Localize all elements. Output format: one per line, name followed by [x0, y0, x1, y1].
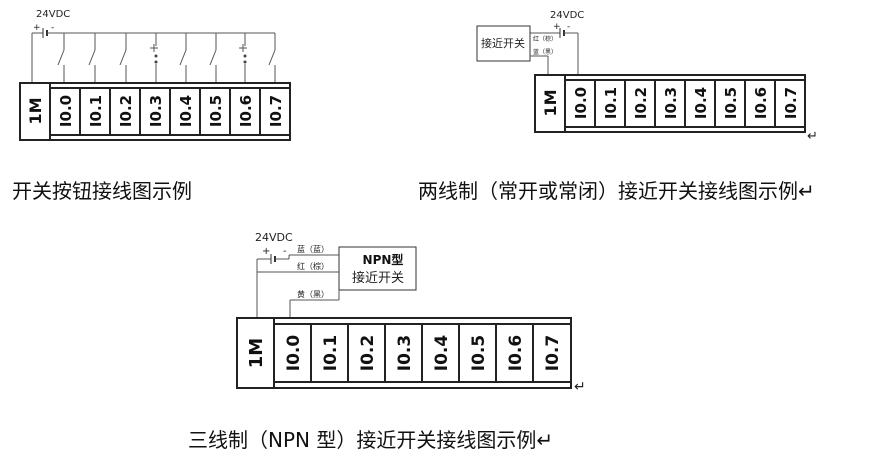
d1-terminal-i0-4: I0.4 [177, 95, 195, 127]
d3-terminal-i0-3: I0.3 [395, 335, 415, 371]
caption-three-wire-npn: 三线制（NPN 型）接近开关接线图示例↵ [188, 428, 554, 452]
d3-terminal-i0-7: I0.7 [543, 335, 563, 371]
d3-sensor-box [338, 246, 417, 291]
diagram-two-wire-sensor: 24VDC + - 接近开关 红（棕） 蓝（黑） [476, 10, 818, 144]
d3-terminal-strip: 1M I0.0 I0.1 I0.2 I0.3 I0.4 I0.5 I0.6 I0… [236, 317, 572, 389]
d1-terminal-1m: 1M [26, 97, 45, 124]
d2-supply-label: 24VDC [550, 10, 584, 21]
d1-button-i0-6 [239, 33, 247, 83]
d2-terminal-i0-6: I0.6 [752, 87, 770, 119]
d3-terminal-i0-4: I0.4 [432, 335, 452, 372]
d1-supply-label: 24VDC [36, 9, 70, 20]
d2-terminal-i0-3: I0.3 [662, 87, 680, 119]
d3-terminal-i0-5: I0.5 [469, 335, 489, 371]
d1-terminal-i0-1: I0.1 [87, 95, 105, 127]
d3-terminal-i0-1: I0.1 [321, 335, 341, 371]
d1-plus-sign: + [33, 23, 41, 33]
d1-terminal-i0-6: I0.6 [237, 95, 255, 127]
d3-minus-sign: - [283, 246, 287, 257]
d2-terminal-i0-4: I0.4 [692, 87, 710, 119]
d3-wire-yellow-label: 黄（黑） [297, 289, 329, 299]
d1-terminal-strip: 1M I0.0 I0.1 I0.2 I0.3 I0.4 I0.5 I0.6 I0… [19, 82, 291, 141]
d1-switch-i0-2 [119, 33, 127, 83]
d2-terminal-i0-0: I0.0 [572, 87, 590, 119]
d3-terminal-i0-6: I0.6 [506, 335, 526, 371]
d1-terminal-i0-0: I0.0 [57, 95, 75, 127]
d1-terminal-i0-5: I0.5 [207, 95, 225, 127]
d1-switch-i0-5 [209, 33, 217, 83]
d3-wire-blue-label: 蓝（蓝） [297, 244, 329, 254]
caption-two-wire-sensor: 两线制（常开或常闭）接近开关接线图示例↵ [418, 179, 815, 203]
caption-switch-buttons: 开关按钮接线图示例 [12, 179, 192, 203]
d3-plus-sign: + [262, 246, 270, 257]
d3-wire-red-label: 红（棕） [297, 261, 329, 271]
diagram-three-wire-npn: 24VDC + - NPN型 接近开关 蓝（蓝） 红（棕） 黄（黑） [236, 231, 586, 395]
d3-sensor-label-line2: 接近开关 [352, 270, 404, 286]
d2-terminal-strip: 1M I0.0 I0.1 I0.2 I0.3 I0.4 I0.5 I0.6 I0… [534, 74, 806, 133]
d2-plus-sign: + [553, 22, 561, 32]
d1-switch-i0-4 [179, 33, 187, 83]
d3-supply-label: 24VDC [255, 231, 293, 244]
d1-switch-i0-0 [57, 33, 65, 83]
d1-terminal-i0-2: I0.2 [117, 95, 135, 127]
d2-terminal-i0-2: I0.2 [632, 87, 650, 119]
d3-sensor-label-line1: NPN型 [363, 252, 404, 267]
d3-battery-symbol [257, 254, 289, 264]
d2-wire-red-label: 红（棕） [533, 35, 557, 43]
diagram-switch-buttons: 24VDC + - [19, 9, 291, 141]
d1-terminal-i0-7: I0.7 [267, 95, 285, 127]
d1-battery-symbol [32, 28, 60, 38]
d3-terminal-i0-2: I0.2 [358, 335, 378, 371]
d1-switch-i0-7 [268, 33, 276, 83]
d1-minus-sign: - [51, 23, 54, 33]
d2-battery-symbol [530, 28, 578, 38]
d2-minus-sign: - [567, 22, 570, 32]
d2-terminal-i0-7: I0.7 [782, 87, 800, 119]
d2-return-mark: ↵ [807, 129, 818, 144]
d2-terminal-i0-5: I0.5 [722, 87, 740, 119]
d1-button-i0-3 [150, 33, 158, 83]
d1-switch-group [57, 33, 276, 83]
d3-terminal-i0-0: I0.0 [284, 335, 304, 372]
d1-terminal-i0-3: I0.3 [147, 95, 165, 127]
d3-terminal-1m: 1M [246, 338, 267, 368]
d1-switch-i0-1 [88, 33, 96, 83]
d2-wire-blue-label: 蓝（黑） [533, 48, 557, 56]
d2-sensor-box [476, 25, 531, 62]
d2-sensor-label: 接近开关 [481, 36, 525, 50]
d2-terminal-i0-1: I0.1 [602, 87, 620, 119]
d2-terminal-1m: 1M [541, 89, 560, 116]
d3-return-mark: ↵ [574, 379, 586, 395]
